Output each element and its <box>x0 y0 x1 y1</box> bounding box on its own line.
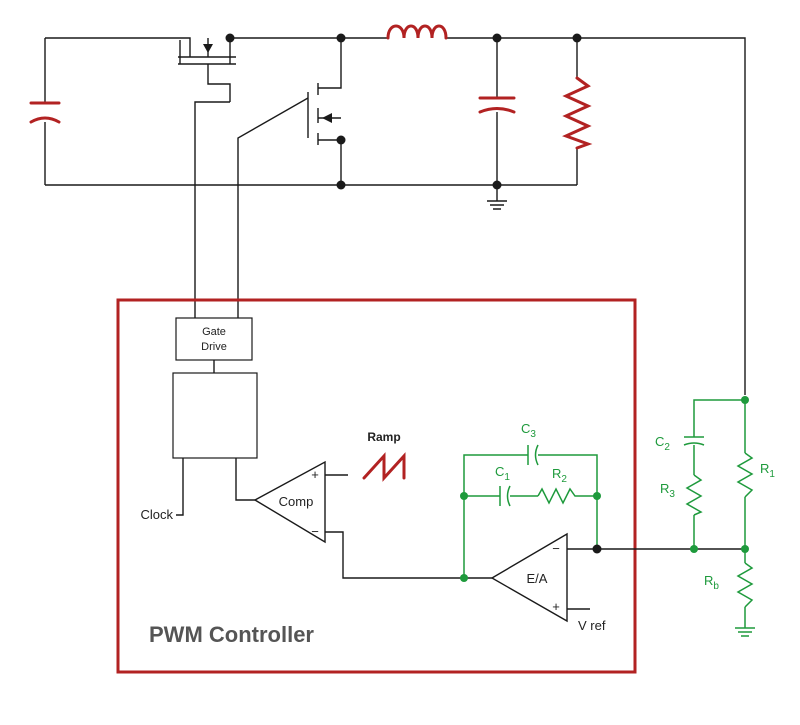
ramp-sawtooth-icon <box>362 452 406 482</box>
low-side-mosfet <box>237 38 342 300</box>
ea-plus-sign: + <box>552 599 560 614</box>
input-top-wire <box>45 37 191 57</box>
c3-loop-wire <box>463 454 598 578</box>
power-stage <box>29 24 746 395</box>
feedback-ground-symbol <box>735 627 755 637</box>
c3-label: C3 <box>521 421 536 440</box>
ramp-label: Ramp <box>367 430 400 444</box>
output-capacitor <box>478 96 516 114</box>
resistor-r2 <box>537 487 578 505</box>
r2-label: R2 <box>552 466 567 485</box>
gate-drive-label-line1: Gate <box>202 326 226 338</box>
gate-drive-label-line2: Drive <box>201 341 227 353</box>
capacitor-c3 <box>527 444 539 466</box>
gate-drive-box: Gate Drive <box>175 317 253 361</box>
ground-symbol <box>487 185 507 210</box>
high-side-gate-wire <box>194 101 230 318</box>
resistor-rb <box>736 562 754 608</box>
clock-wire <box>176 458 184 516</box>
error-amplifier: E/A − + <box>490 532 568 623</box>
ea-label: E/A <box>527 571 548 586</box>
capacitor-c1 <box>499 485 511 507</box>
comp-minus-wire <box>325 531 464 579</box>
comp-plus-sign: + <box>311 467 319 482</box>
comp-minus-sign: − <box>311 524 319 539</box>
divider-top-wire <box>693 399 745 549</box>
output-inductor <box>386 24 448 40</box>
top-rail-wire <box>230 37 746 395</box>
compensation-junctions <box>460 396 749 582</box>
logic-latch-box <box>172 372 258 459</box>
compensation-network: C3 C1 R2 C2 R3 R1 Rb <box>460 396 775 637</box>
clock-label: Clock <box>140 507 173 522</box>
resistor-r1 <box>736 452 754 498</box>
controller-border <box>116 298 637 674</box>
load-resistor <box>562 76 593 150</box>
high-side-mosfet <box>178 38 236 102</box>
comparator-output-wire <box>235 458 255 501</box>
c1-label: C1 <box>495 464 510 483</box>
power-junctions <box>225 33 582 190</box>
r1-label: R1 <box>760 461 775 480</box>
comp-label: Comp <box>279 494 314 509</box>
pwm-controller-block: Gate Drive Clock Comp + − Ramp E/A <box>116 298 745 674</box>
resistor-r3 <box>685 474 703 516</box>
ea-minus-sign: − <box>552 541 560 556</box>
rb-label: Rb <box>704 573 719 592</box>
controller-title: PWM Controller <box>149 622 314 647</box>
capacitor-c2 <box>683 436 705 446</box>
r3-label: R3 <box>660 481 675 500</box>
pwm-comparator: Comp + − <box>253 460 326 544</box>
input-capacitor <box>29 101 61 124</box>
c2-label: C2 <box>655 434 670 453</box>
vref-label: V ref <box>578 618 606 633</box>
